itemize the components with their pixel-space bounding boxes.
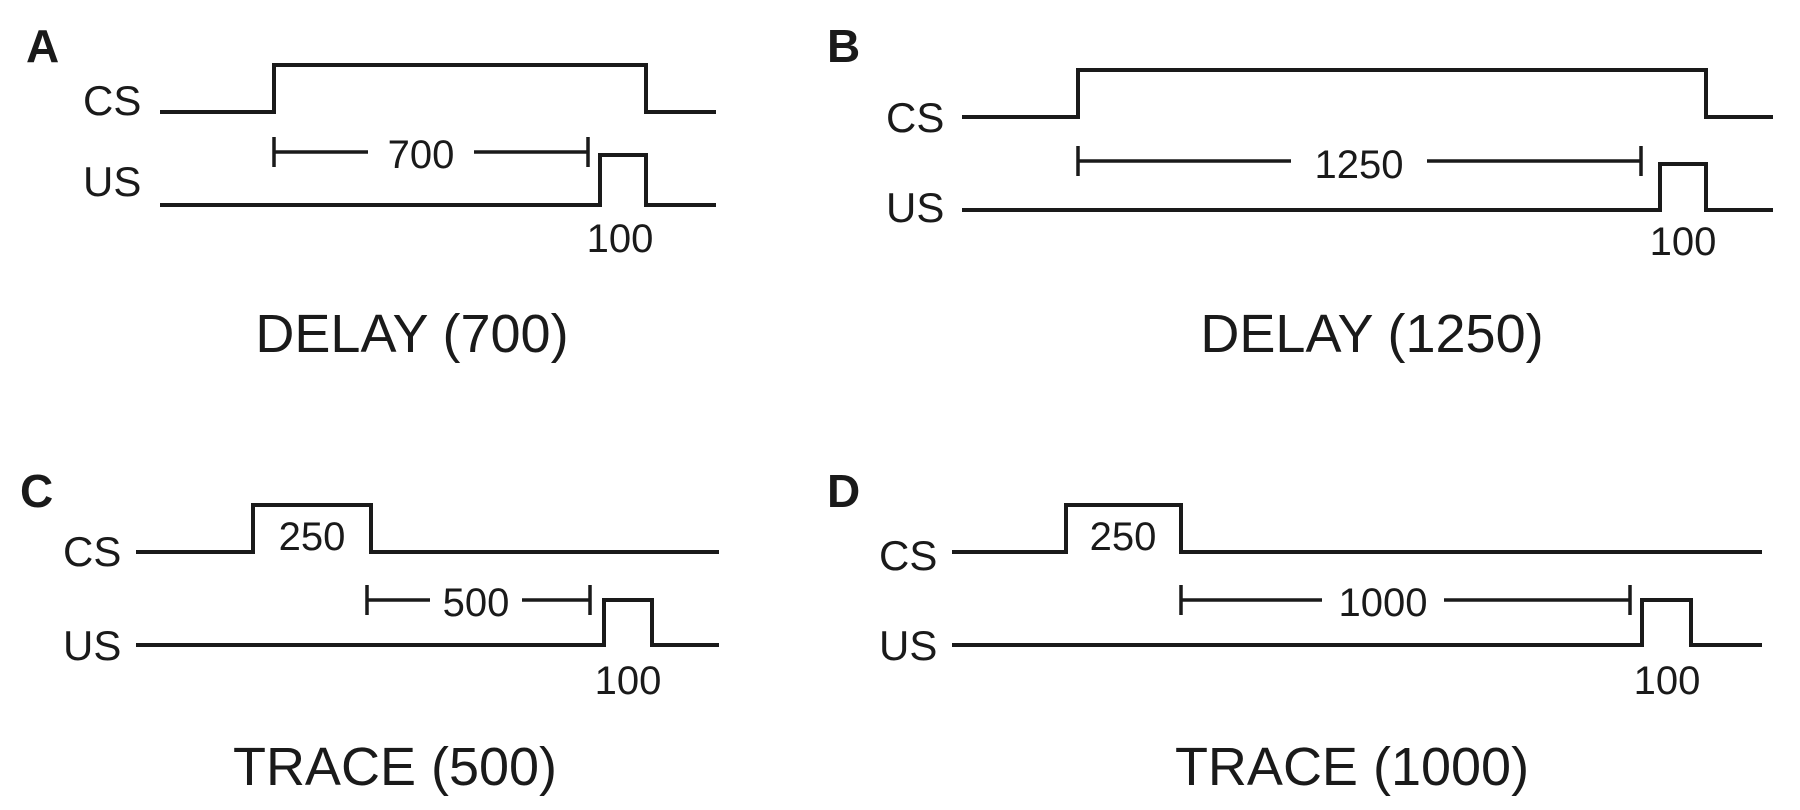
panel-c-us-label: US (63, 622, 121, 669)
panel-d-interval-label: 1000 (1339, 581, 1428, 625)
panel-b-interval-bracket (1076, 146, 1643, 176)
panel-d-letter: D (827, 465, 860, 517)
panel-d: D CS US 250 1000 100 TRACE (1000) (827, 465, 1762, 797)
panel-d-caption: TRACE (1000) (1175, 737, 1529, 797)
panel-b-us-duration-label: 100 (1650, 220, 1717, 264)
panel-c-letter: C (20, 465, 53, 517)
panel-d-interval-bracket (1179, 585, 1632, 615)
panel-b-caption: DELAY (1250) (1200, 304, 1543, 364)
panel-a-cs-trace (160, 63, 716, 114)
panel-c-cs-trace (136, 503, 719, 554)
panel-b-cs-label: CS (886, 94, 944, 141)
panel-b: B CS US 1250 100 DELAY (1250) (827, 20, 1773, 364)
panel-d-us-duration-label: 100 (1634, 659, 1701, 703)
panel-a-us-duration-label: 100 (587, 217, 654, 261)
panel-c-caption: TRACE (500) (233, 737, 557, 797)
panel-b-us-trace (962, 162, 1773, 212)
panel-c-us-trace (136, 598, 719, 647)
panel-b-cs-trace (962, 68, 1773, 119)
panel-a-us-label: US (83, 158, 141, 205)
panel-d-cs-duration-label: 250 (1090, 515, 1157, 559)
panel-c: C CS US 250 500 100 TRACE (500) (20, 465, 719, 797)
panel-a-interval-label: 700 (388, 133, 455, 177)
panel-d-us-trace (952, 598, 1762, 647)
panel-a-us-trace (160, 153, 716, 207)
panel-a-letter: A (26, 20, 59, 72)
panel-a: A CS US 700 100 DELAY (700) (26, 20, 716, 364)
panel-c-cs-label: CS (63, 528, 121, 575)
panel-d-cs-label: CS (879, 532, 937, 579)
panel-a-interval-bracket (272, 137, 590, 167)
panel-c-interval-bracket (365, 585, 592, 615)
panel-d-cs-trace (952, 503, 1762, 554)
panel-a-cs-label: CS (83, 77, 141, 124)
panel-b-us-label: US (886, 184, 944, 231)
panel-c-interval-label: 500 (443, 581, 510, 625)
panel-b-letter: B (827, 20, 860, 72)
panel-c-cs-duration-label: 250 (279, 515, 346, 559)
panel-c-us-duration-label: 100 (595, 659, 662, 703)
panel-a-caption: DELAY (700) (255, 304, 568, 364)
panel-d-us-label: US (879, 622, 937, 669)
panel-b-interval-label: 1250 (1315, 143, 1404, 187)
